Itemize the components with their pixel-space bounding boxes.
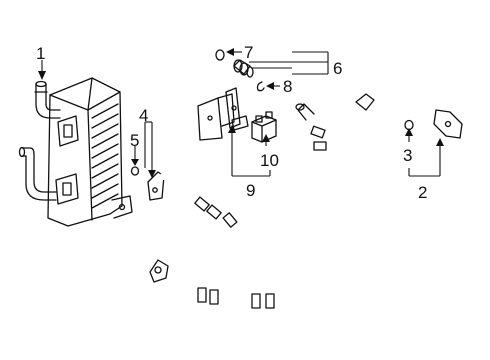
callout-7: 7 (244, 43, 253, 62)
seal-washer-5 (130, 166, 140, 176)
callout-4: 4 (139, 106, 148, 125)
callout-6: 6 (333, 59, 342, 78)
callout-labels: 1 2 3 4 5 6 7 8 9 10 (36, 43, 427, 202)
callout-2: 2 (418, 183, 427, 202)
callout-3: 3 (403, 146, 412, 165)
leader-lines (38, 48, 444, 178)
hose-clip-10 (251, 111, 277, 143)
oil-cooler (18, 77, 133, 227)
callout-9: 9 (246, 181, 255, 200)
callout-1: 1 (36, 44, 45, 63)
mounting-bracket-9 (197, 87, 249, 141)
connector-fitting-6 (233, 59, 254, 78)
o-ring-7 (215, 49, 225, 61)
cooler-hose (147, 103, 327, 229)
callout-5: 5 (130, 131, 139, 150)
retaining-clip-8 (256, 81, 265, 92)
cooler-pipe-2 (149, 91, 463, 309)
callout-8: 8 (283, 77, 292, 96)
callout-10: 10 (260, 151, 279, 170)
